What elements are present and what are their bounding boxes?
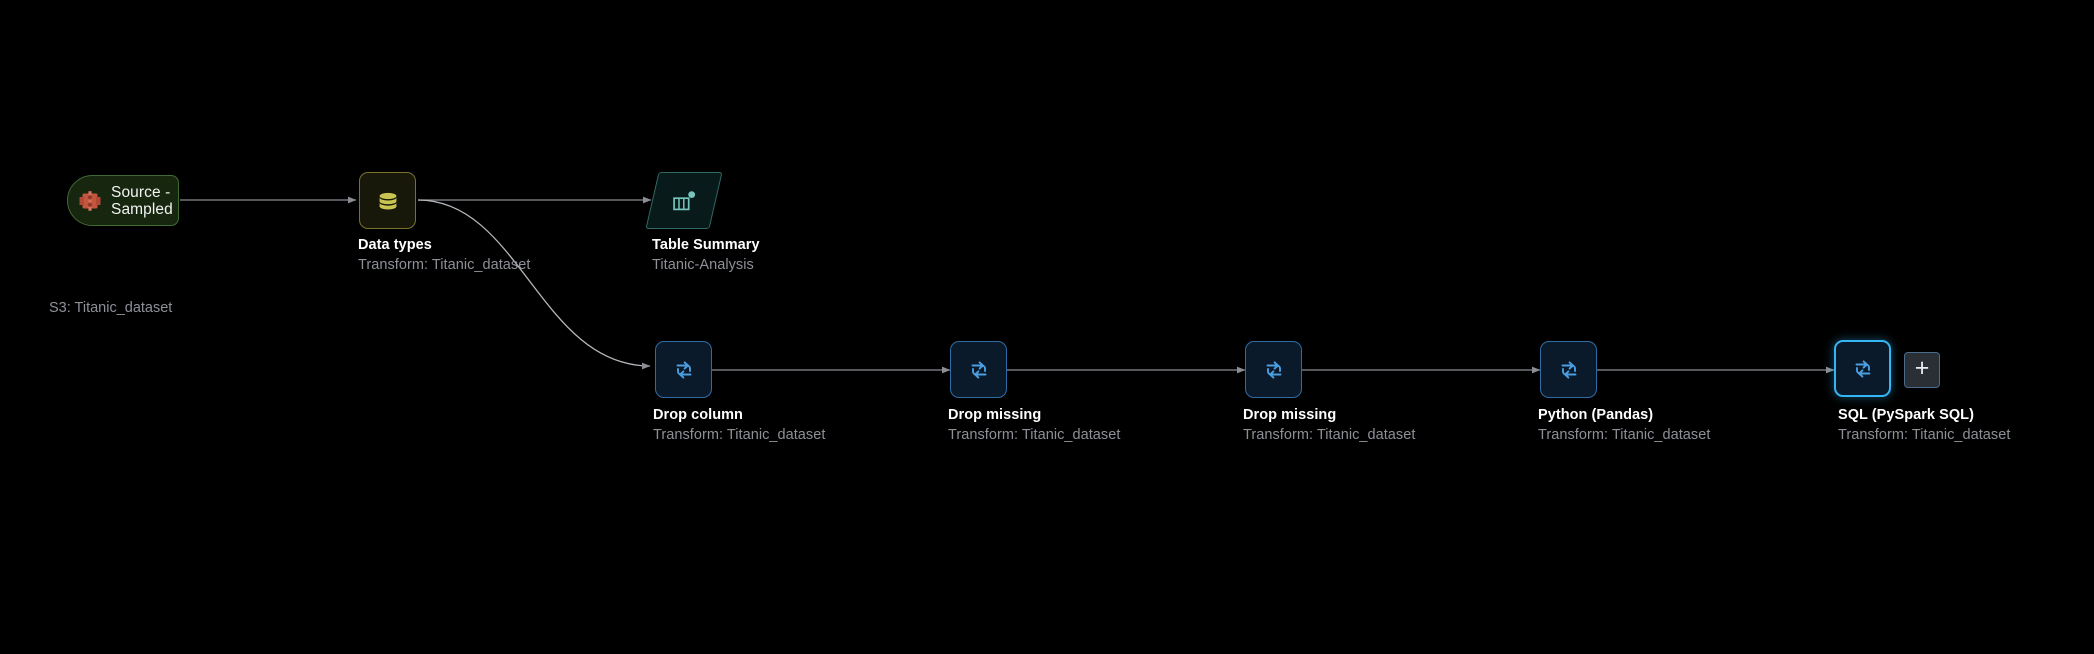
table-summary-title: Table Summary xyxy=(652,237,760,253)
caption-drop-missing-1: Drop missing Transform: Titanic_dataset xyxy=(948,405,1120,445)
python-pandas-title: Python (Pandas) xyxy=(1538,407,1654,423)
caption-drop-missing-2: Drop missing Transform: Titanic_dataset xyxy=(1243,405,1415,445)
repeat-icon xyxy=(1554,355,1584,385)
s3-bucket-icon xyxy=(77,188,103,214)
drop-missing-2-title: Drop missing xyxy=(1243,407,1337,423)
sql-pyspark-title: SQL (PySpark SQL) xyxy=(1838,407,1974,423)
source-inline-label: Source - Sampled xyxy=(111,183,173,218)
sql-pyspark-subtitle: Transform: Titanic_dataset xyxy=(1838,427,2011,443)
caption-python-pandas: Python (Pandas) Transform: Titanic_datas… xyxy=(1538,405,1710,445)
caption-sql-pyspark: SQL (PySpark SQL) Transform: Titanic_dat… xyxy=(1838,405,2010,445)
data-types-node-body[interactable] xyxy=(359,172,416,229)
repeat-icon xyxy=(669,355,699,385)
sql-pyspark-node-body[interactable] xyxy=(1834,340,1891,397)
add-step-button[interactable]: + xyxy=(1904,352,1940,388)
source-node-body[interactable]: Source - Sampled xyxy=(67,175,179,226)
table-summary-subtitle: Titanic-Analysis xyxy=(652,257,754,273)
caption-source-sampled: S3: Titanic_dataset xyxy=(49,298,172,318)
python-pandas-subtitle: Transform: Titanic_dataset xyxy=(1538,427,1711,443)
database-stack-icon xyxy=(374,187,402,215)
repeat-icon xyxy=(964,355,994,385)
bar-chart-icon xyxy=(670,187,698,215)
drop-column-node-body[interactable] xyxy=(655,341,712,398)
drop-missing-1-title: Drop missing xyxy=(948,407,1042,423)
drop-missing-1-node-body[interactable] xyxy=(950,341,1007,398)
repeat-icon xyxy=(1259,355,1289,385)
drop-missing-2-node-body[interactable] xyxy=(1245,341,1302,398)
drop-missing-2-subtitle: Transform: Titanic_dataset xyxy=(1243,427,1416,443)
drop-missing-1-subtitle: Transform: Titanic_dataset xyxy=(948,427,1121,443)
table-summary-node-body[interactable] xyxy=(645,172,723,229)
edge-datatypes-to-dropcolumn xyxy=(417,199,651,370)
caption-drop-column: Drop column Transform: Titanic_dataset xyxy=(653,405,825,445)
python-pandas-node-body[interactable] xyxy=(1540,341,1597,398)
repeat-icon xyxy=(1848,354,1878,384)
source-subtitle: S3: Titanic_dataset xyxy=(49,300,173,316)
drop-column-subtitle: Transform: Titanic_dataset xyxy=(653,427,826,443)
caption-table-summary: Table Summary Titanic-Analysis xyxy=(652,235,760,275)
caption-data-types: Data types Transform: Titanic_dataset xyxy=(358,235,530,275)
data-types-subtitle: Transform: Titanic_dataset xyxy=(358,257,531,273)
drop-column-title: Drop column xyxy=(653,407,743,423)
data-types-title: Data types xyxy=(358,237,432,253)
plus-icon: + xyxy=(1914,354,1930,382)
